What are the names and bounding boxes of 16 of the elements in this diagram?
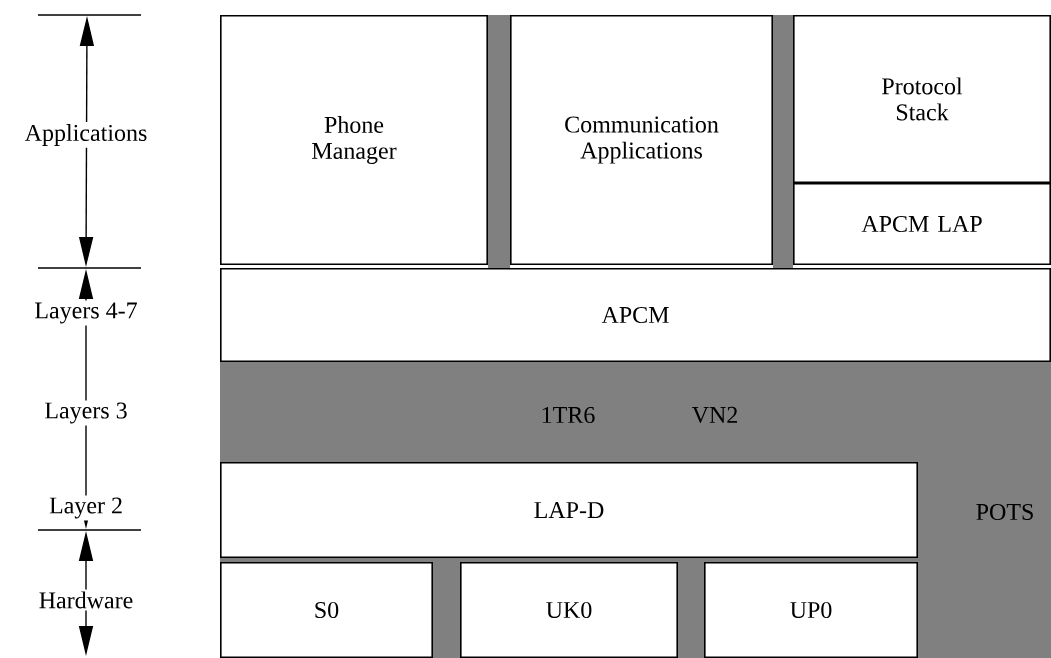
layer-box: Protocol Stack (793, 15, 1051, 183)
layer-label: Layer 2 (47, 495, 125, 521)
layer-box: APCM (220, 268, 1051, 362)
layer-box: Phone Manager (220, 15, 488, 265)
layer-label: Layers 3 (42, 400, 130, 426)
layer-box: LAP-D (220, 462, 918, 558)
layer-box: APCM LAP (793, 183, 1051, 265)
layer-box: Communication Applications (510, 15, 773, 265)
divider-bar (773, 15, 793, 268)
layer-label: Hardware (36, 589, 136, 611)
layer-box: UP0 (704, 562, 918, 658)
layer-label: Applications (22, 122, 150, 148)
layer-label: Layers 4-7 (32, 300, 140, 326)
divider-bar (488, 15, 510, 268)
layer-box: S0 (220, 562, 433, 658)
layer-box: UK0 (460, 562, 678, 658)
